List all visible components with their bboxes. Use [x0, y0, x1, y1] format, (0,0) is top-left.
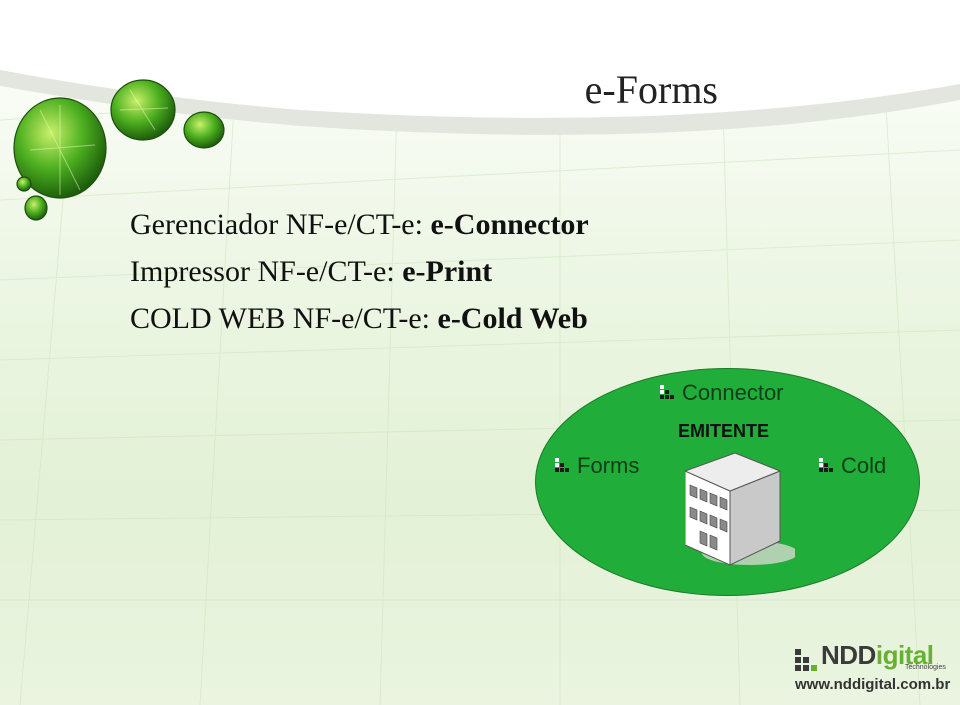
emitente-diagram: Connector EMITENTE Forms Cold [535, 368, 920, 596]
brand-tagline: Technologies [905, 664, 946, 671]
slide-title: e-Forms [584, 67, 718, 112]
node-label: Forms [577, 453, 640, 478]
ndd-blocks-icon [795, 649, 817, 671]
product-line-prefix: Impressor NF-e/CT-e: [130, 255, 403, 288]
node-cold: Cold [819, 453, 886, 479]
product-line-print: Impressor NF-e/CT-e: e-Print [130, 255, 492, 289]
ndd-blocks-icon [555, 458, 569, 472]
office-building-icon [685, 452, 795, 566]
product-name: e-Cold Web [437, 302, 588, 335]
center-label: EMITENTE [678, 421, 770, 441]
product-line-prefix: Gerenciador NF-e/CT-e: [130, 208, 431, 241]
product-line-connector: Gerenciador NF-e/CT-e: e-Connector [130, 208, 589, 242]
website-url[interactable]: www.nddigital.com.br [795, 676, 951, 693]
ndd-blocks-icon [819, 458, 833, 472]
nddigital-logo: NDDigital Technologies www.nddigital.com… [795, 640, 950, 693]
node-label: Cold [841, 453, 887, 478]
product-name: e-Print [402, 255, 493, 288]
brand-digital: igital [875, 640, 934, 670]
node-label: Connector [682, 380, 784, 405]
brand-ndd: NDD [821, 640, 876, 670]
node-connector: Connector [660, 380, 784, 406]
product-line-prefix: COLD WEB NF-e/CT-e: [130, 302, 438, 335]
green-leaf-bubbles-icon [13, 79, 225, 221]
ndd-blocks-icon [660, 385, 674, 399]
product-line-cold-web: COLD WEB NF-e/CT-e: e-Cold Web [130, 302, 588, 336]
node-forms: Forms [555, 453, 639, 479]
header-swoosh [0, 0, 960, 135]
product-name: e-Connector [430, 208, 589, 241]
